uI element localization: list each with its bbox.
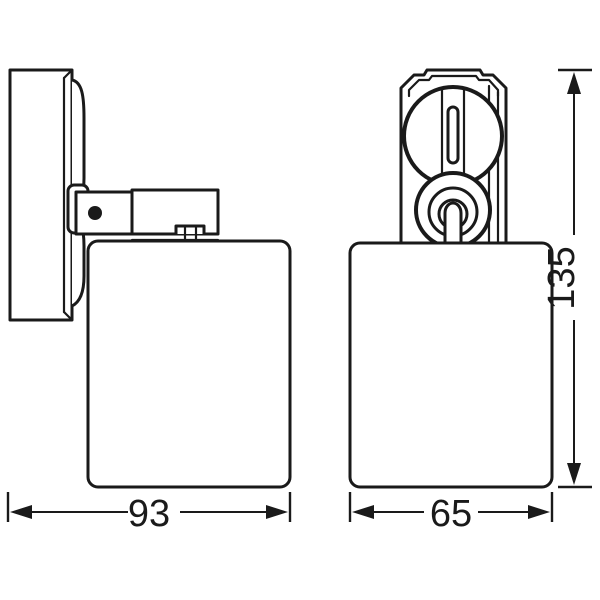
side-view-group [8, 68, 292, 489]
dim-135-arrow-bottom [567, 463, 581, 485]
arm-fixing-screw [88, 206, 102, 220]
front-head-body [348, 241, 554, 489]
wall-plate-outer [8, 68, 74, 322]
swivel-hub [414, 171, 492, 249]
hub-pin [443, 201, 463, 247]
dim-93-arrow-left [10, 505, 32, 519]
side-head-body [86, 239, 292, 489]
dim-135-label: 135 [541, 246, 583, 309]
large-adjustment-dial [402, 85, 504, 187]
dim-93-arrow-right [266, 505, 288, 519]
wall-plate-notch-top [62, 68, 74, 80]
dim-93-label: 93 [128, 493, 170, 535]
dim-65-label: 65 [430, 493, 472, 535]
front-view-group [348, 68, 554, 489]
dial-slot [446, 105, 460, 165]
wall-mounting-plate [8, 68, 74, 322]
connector-step [174, 224, 206, 236]
dimension-93: 93 [6, 492, 292, 535]
dim-135-arrow-top [567, 72, 581, 94]
dim-65-arrow-right [528, 505, 550, 519]
side-view-luminaire-head [86, 239, 292, 489]
arm-inner-segment [74, 190, 134, 236]
dimension-135: 135 [541, 68, 592, 489]
dimension-65: 65 [348, 492, 554, 535]
front-view-luminaire-head [348, 241, 554, 489]
dim-65-arrow-left [352, 505, 374, 519]
wall-plate-notch-bottom [62, 310, 74, 322]
